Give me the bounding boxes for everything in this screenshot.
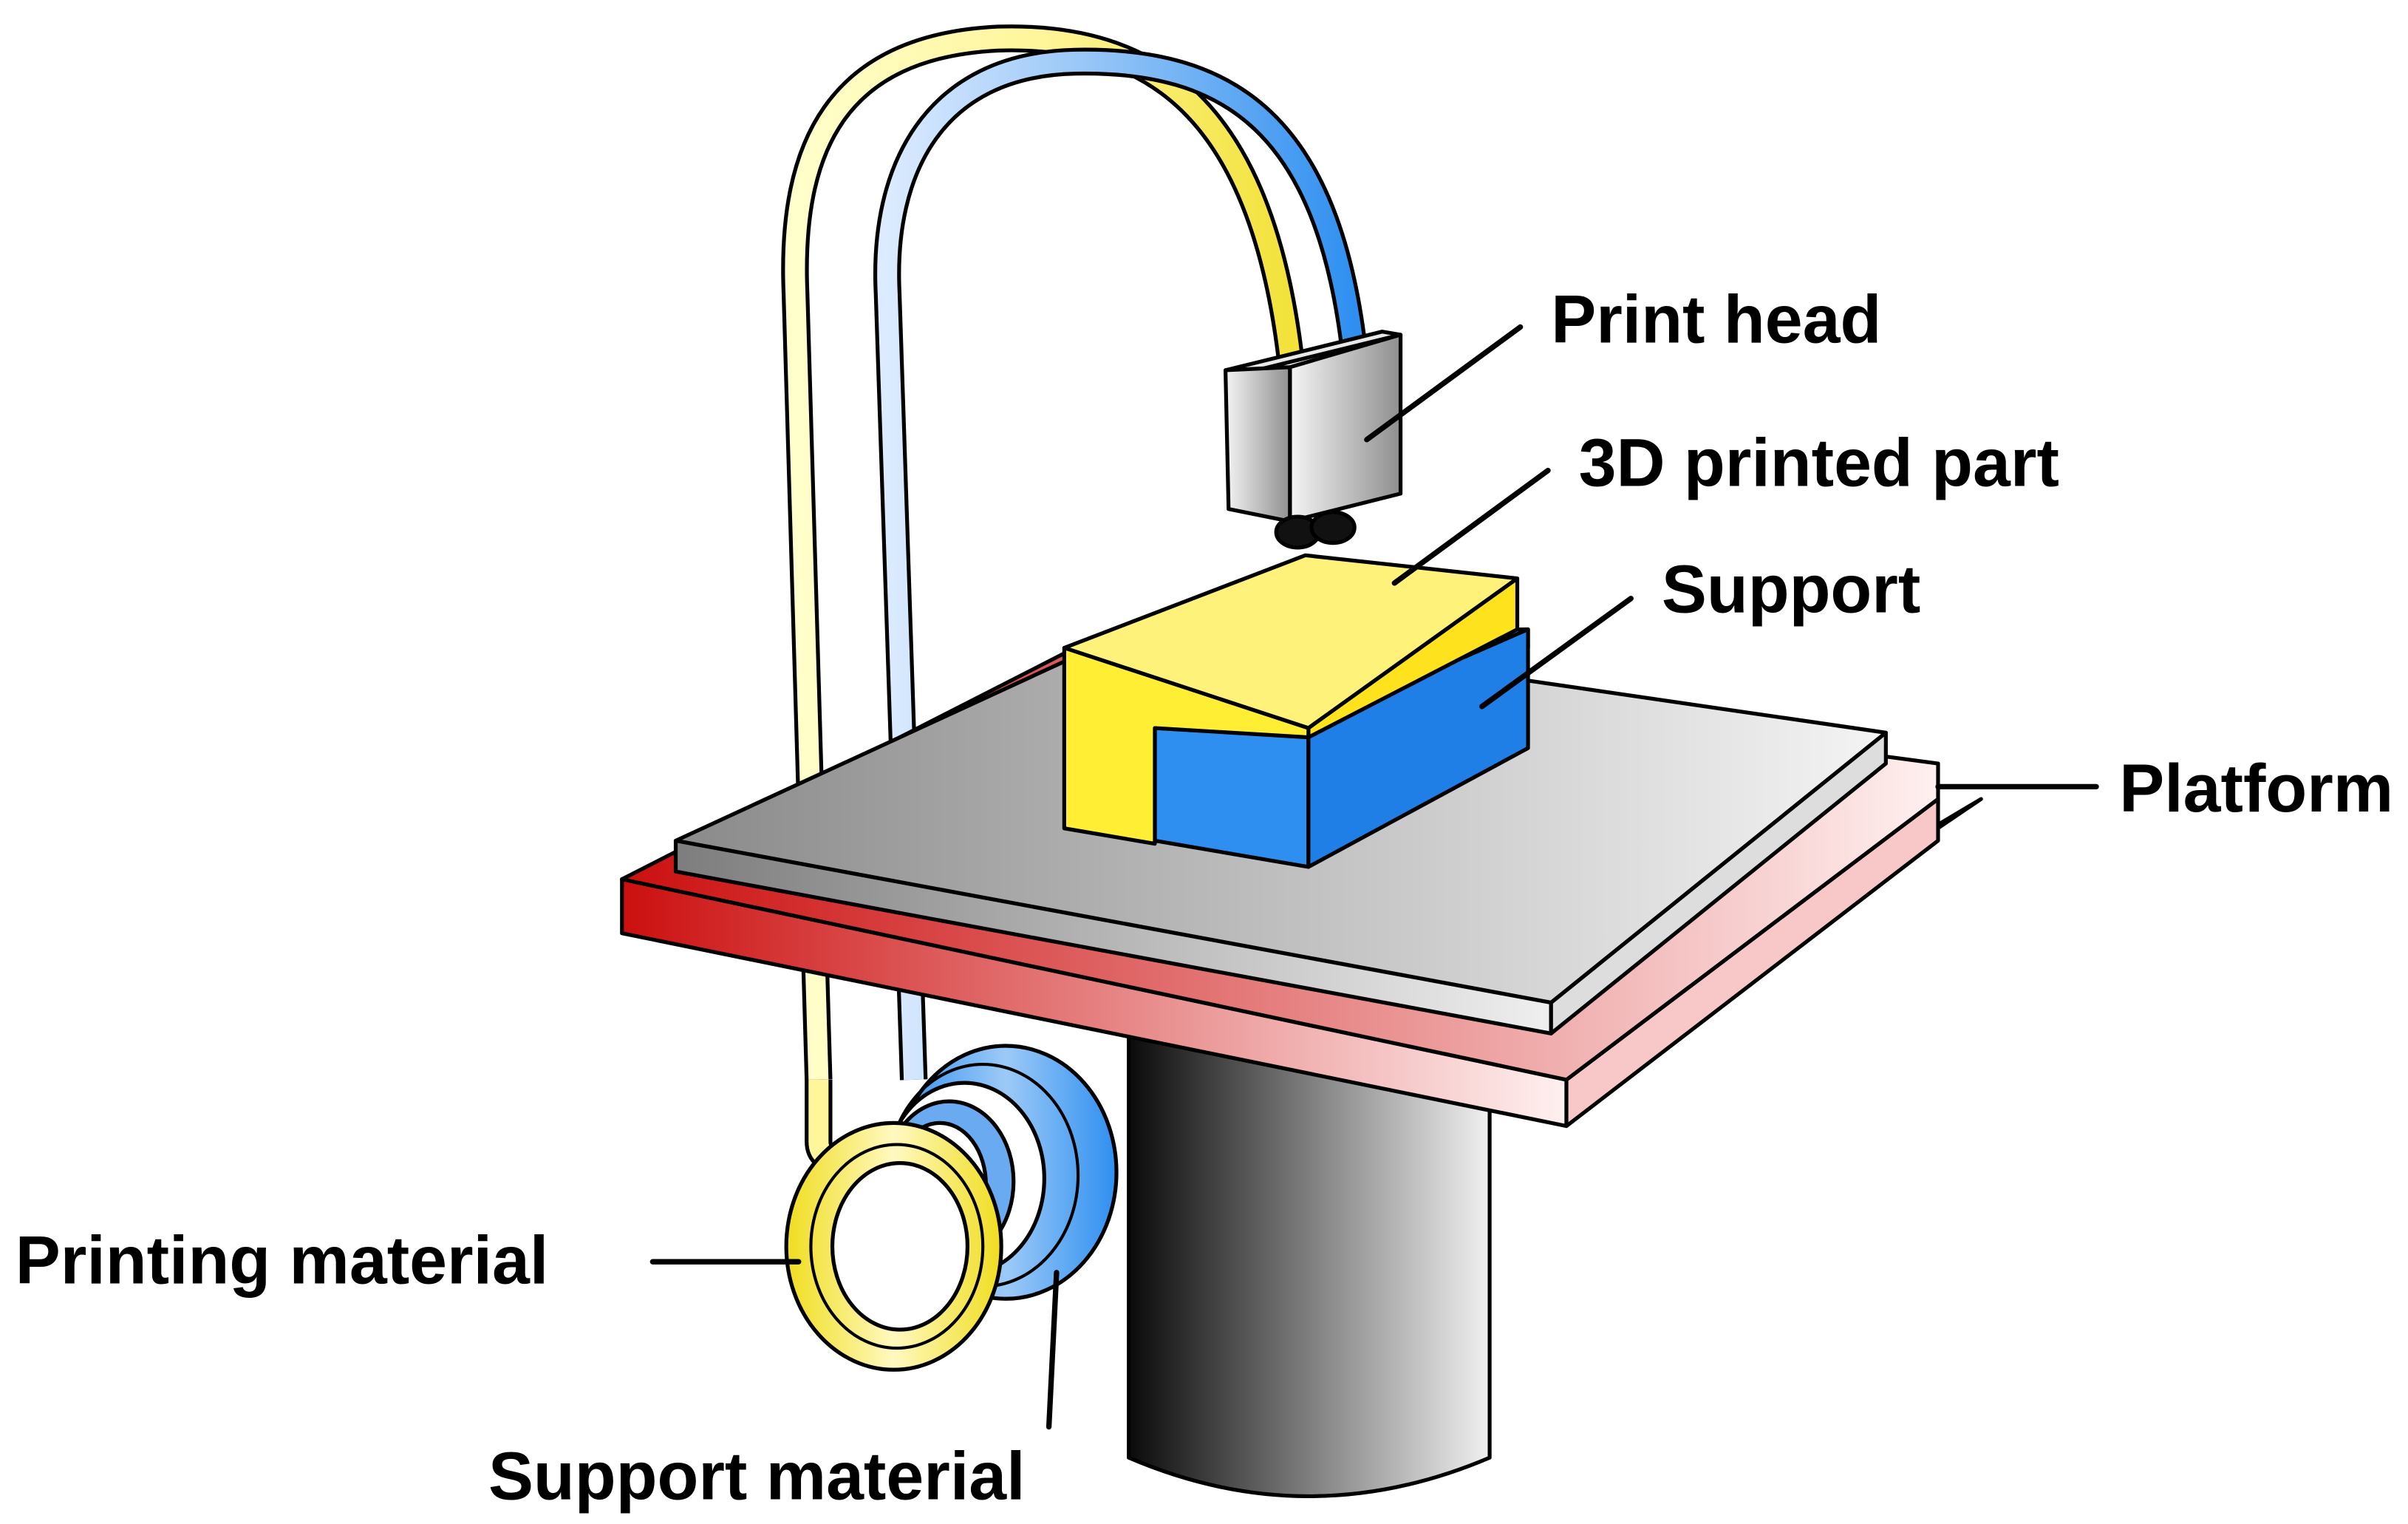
label-printing-material: Printing material: [16, 1222, 548, 1298]
leader-support-material: [1046, 1270, 1060, 1430]
label-support-material: Support material: [488, 1438, 1026, 1514]
leader-support: [1479, 596, 1634, 710]
leader-print-head: [1364, 324, 1524, 443]
printed-part: [1062, 553, 1520, 846]
label-platform: Platform: [2119, 751, 2393, 826]
label-support: Support: [1662, 551, 1920, 627]
leader-printed-part: [1391, 467, 1551, 586]
column: [1127, 985, 1492, 1498]
printing-material-spool: [784, 1120, 1003, 1372]
build-plate: [673, 622, 1888, 1035]
leader-lines: [649, 324, 2099, 1430]
support-material-filament: [873, 47, 1368, 1081]
print-head: [1224, 330, 1403, 550]
label-print-head: Print head: [1551, 282, 1881, 357]
label-printed-part: 3D printed part: [1579, 425, 2059, 500]
